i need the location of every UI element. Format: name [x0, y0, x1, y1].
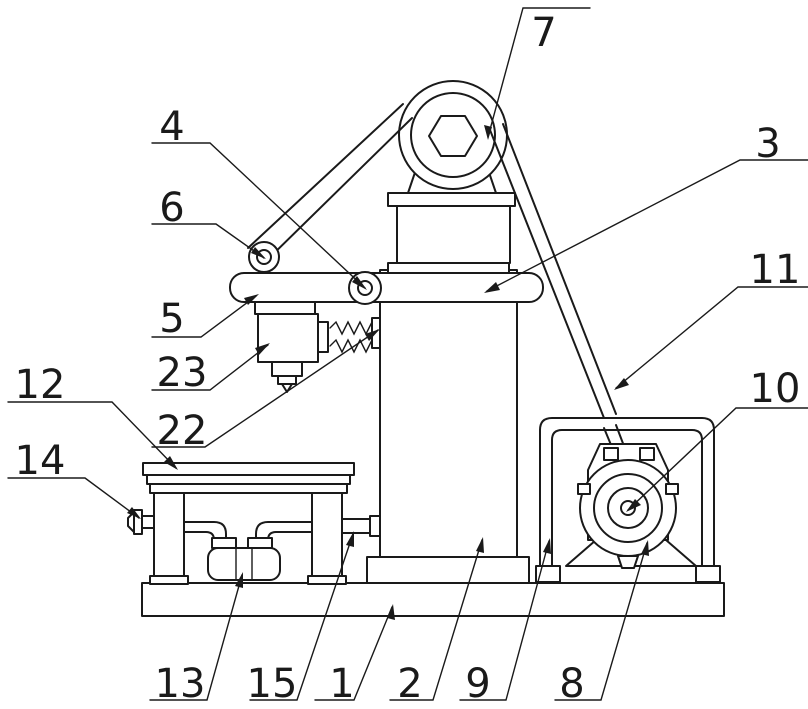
base-plate	[142, 583, 724, 616]
callout-15: 15	[247, 661, 298, 707]
callout-9: 9	[465, 661, 490, 707]
callout-2: 2	[397, 661, 422, 707]
callout-8: 8	[559, 661, 584, 707]
callout-10: 10	[750, 366, 801, 412]
callout-6: 6	[159, 185, 184, 231]
callout-1: 1	[329, 661, 354, 707]
callout-22: 22	[157, 408, 208, 454]
callout-13: 13	[155, 661, 206, 707]
callout-7: 7	[531, 10, 556, 56]
callout-14: 14	[15, 438, 66, 484]
central-column	[367, 270, 529, 583]
callout-11: 11	[750, 247, 801, 293]
top-pulley	[399, 81, 507, 189]
callout-12: 12	[15, 362, 66, 408]
feed-pump	[208, 538, 280, 580]
callout-5: 5	[159, 296, 184, 342]
callout-23: 23	[157, 350, 208, 396]
callout-4: 4	[159, 104, 184, 150]
callout-3: 3	[755, 121, 780, 167]
